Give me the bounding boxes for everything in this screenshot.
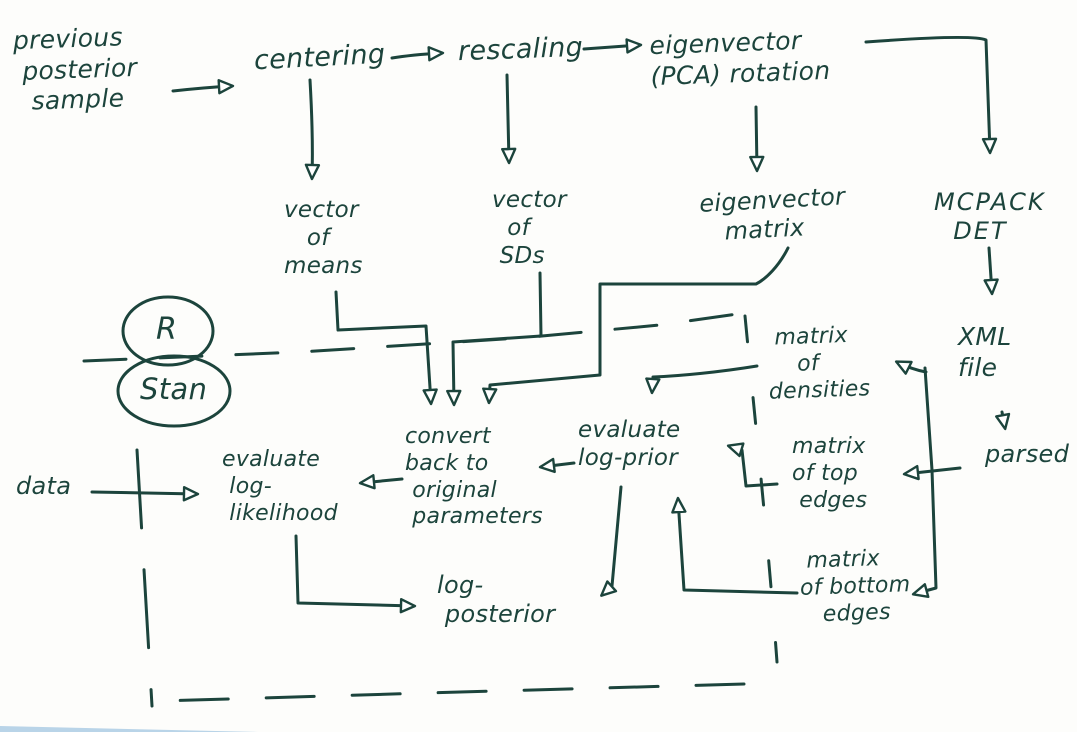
node-matrix-of-bottom-edges: matrix of bottom edges xyxy=(798,546,911,628)
node-eigenvector-rotation: eigenvector (PCA) rotation xyxy=(648,25,831,91)
edge-centering-means xyxy=(304,78,321,181)
edge-eigmat-convert xyxy=(482,246,790,405)
edge-bottomedges-logprior xyxy=(671,496,799,595)
node-centering: centering xyxy=(253,38,386,77)
edge-topedges-logprior xyxy=(726,442,779,488)
node-evaluate-log-prior: evaluate log-prior xyxy=(578,417,681,472)
edge-loglik-logpost xyxy=(294,534,417,614)
edge-eigrot-eigmat xyxy=(749,105,765,173)
dashed-boundary-horizontal xyxy=(82,311,746,363)
node-vector-of-sds: vector of SDs xyxy=(492,187,567,270)
label-stan-environment: Stan xyxy=(140,372,208,406)
node-evaluate-log-likelihood: evaluate log- likelihood xyxy=(222,447,338,526)
node-xml-file: XML file xyxy=(958,322,1012,382)
dashed-boundary-left xyxy=(135,448,154,708)
edge-rescaling-sds xyxy=(501,73,517,165)
edge-prev-centering xyxy=(171,79,235,95)
node-data: data xyxy=(16,472,72,500)
r-circle xyxy=(121,295,215,367)
scan-edge-artifact xyxy=(0,726,258,732)
node-rescaling: rescaling xyxy=(457,31,584,68)
edge-logprior-convert xyxy=(538,457,576,474)
node-mcpack-det: MCPACK DET xyxy=(934,188,1046,246)
node-eigenvector-matrix: eigenvector matrix xyxy=(698,182,846,248)
dashed-boundary-right xyxy=(743,314,779,664)
node-vector-of-means: vector of means xyxy=(284,197,363,280)
edge-xml-parsed xyxy=(995,410,1011,431)
node-previous-posterior-sample: previous posterior sample xyxy=(12,22,138,117)
edge-means-convert xyxy=(334,290,438,406)
edge-mcpack-xml xyxy=(983,246,999,296)
node-convert-back: convert back to original parameters xyxy=(405,424,543,530)
label-r-environment: R xyxy=(156,312,178,347)
edge-eigrot-mcpack xyxy=(864,35,998,155)
edge-rescaling-eigrot xyxy=(582,38,643,54)
edge-convert-loglik xyxy=(358,474,404,490)
dashed-boundary-bottom xyxy=(158,682,746,703)
node-parsed: parsed xyxy=(985,440,1070,468)
edge-branch-bottomedges xyxy=(911,366,938,599)
node-matrix-of-top-edges: matrix of top edges xyxy=(792,434,868,513)
edge-branch-densities xyxy=(894,360,928,375)
node-matrix-of-densities: matrix of densities xyxy=(766,322,871,405)
edge-centering-rescaling xyxy=(390,46,445,62)
edge-densities-logprior xyxy=(645,364,759,395)
edge-data-loglik xyxy=(90,486,200,502)
node-log-posterior: log- posterior xyxy=(437,571,556,629)
edge-logprior-logpost xyxy=(600,485,623,597)
